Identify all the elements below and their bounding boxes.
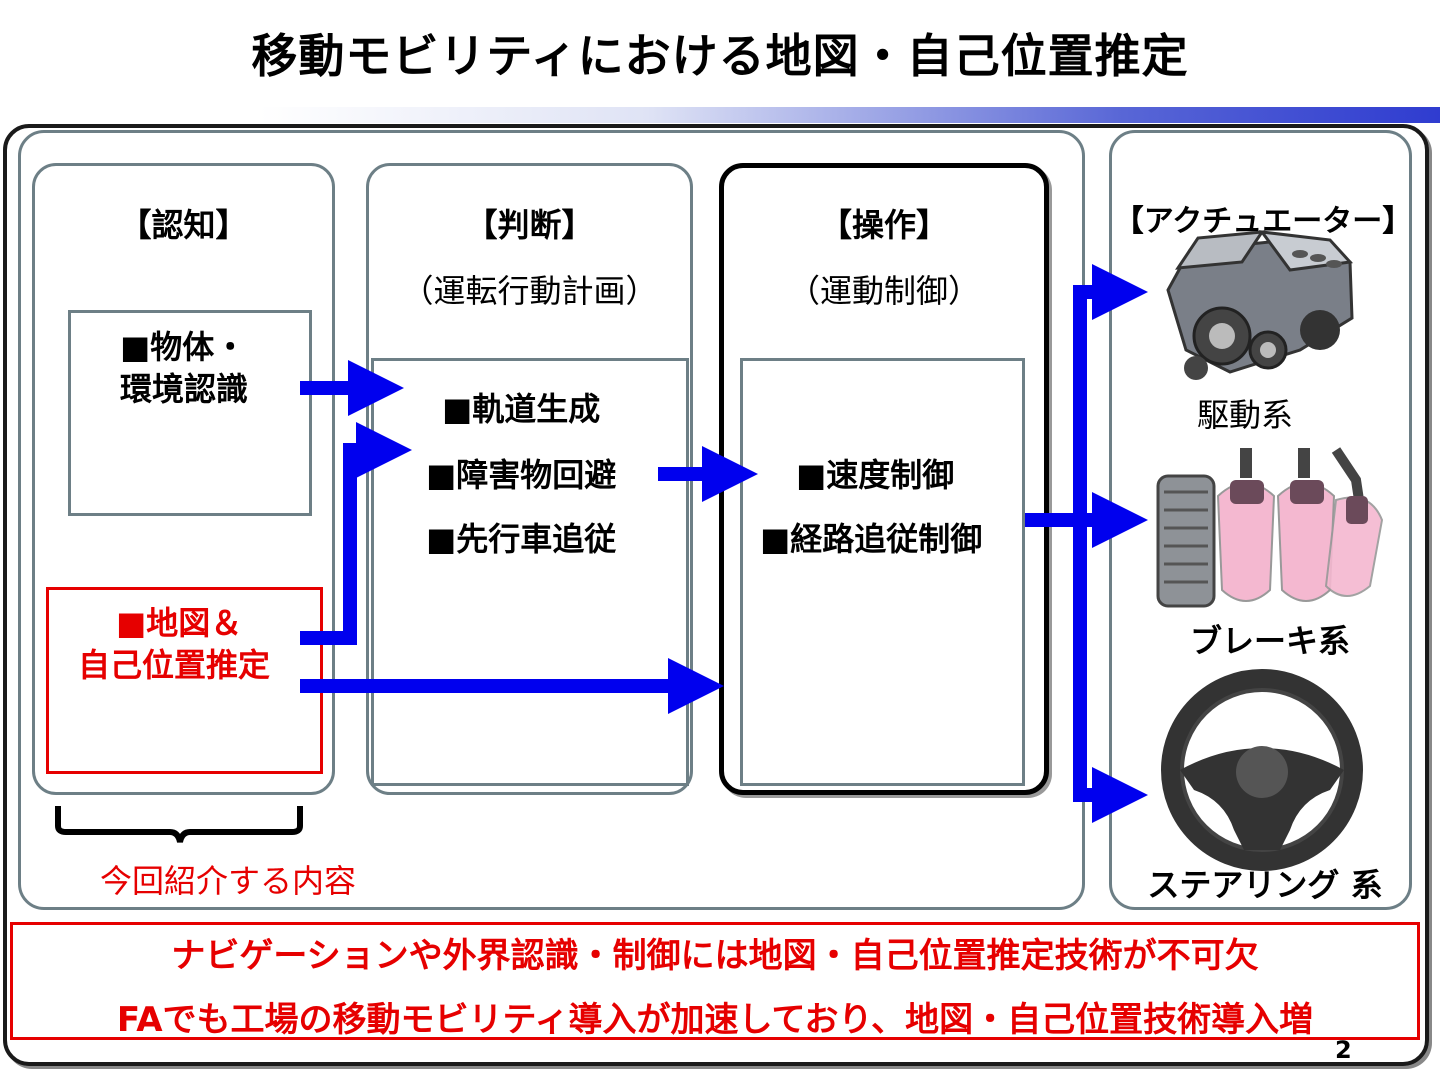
arrow-to-steering bbox=[1073, 520, 1148, 823]
outer-frame bbox=[3, 124, 1429, 1066]
judgment-header: 【判断】 bbox=[465, 206, 594, 244]
control-box bbox=[740, 358, 1025, 786]
planning-box bbox=[371, 358, 689, 786]
page-title: 移動モビリティにおける地図・自己位置推定 bbox=[251, 29, 1189, 83]
control-item: ■経路追従制御 bbox=[760, 520, 983, 558]
page-number: 2 bbox=[1335, 1036, 1352, 1064]
brace-label: 今回紹介する内容 bbox=[100, 862, 357, 900]
pedals-icon bbox=[1156, 447, 1384, 608]
note-line2: FAでも工場の移動モビリティ導入が加速しており、地図・自己位置技術導入増 bbox=[116, 1000, 1314, 1040]
actuator-label-steering: ステアリング 系 bbox=[1147, 866, 1383, 904]
operation-subheader: （運動制御） bbox=[787, 272, 980, 310]
object-recognition-box bbox=[68, 310, 312, 516]
recognition-header: 【認知】 bbox=[119, 206, 248, 244]
plan-item: ■軌道生成 bbox=[442, 390, 601, 428]
control-item: ■速度制御 bbox=[796, 456, 955, 494]
steering-wheel-icon bbox=[1161, 669, 1363, 871]
title-underline-bar bbox=[0, 107, 1440, 123]
object-recognition-line2: 環境認識 bbox=[120, 370, 249, 408]
actuator-label-brake: ブレーキ系 bbox=[1189, 622, 1350, 660]
actuator-label-drive: 駆動系 bbox=[1196, 396, 1293, 434]
object-recognition-line1: ■物体・ bbox=[120, 328, 247, 366]
brace-icon bbox=[55, 806, 303, 843]
operation-header: 【操作】 bbox=[819, 206, 948, 244]
map-localization-line2: 自己位置推定 bbox=[78, 646, 271, 684]
note-box bbox=[10, 922, 1420, 1040]
note-line1: ナビゲーションや外界認識・制御には地図・自己位置推定技術が不可欠 bbox=[171, 936, 1259, 976]
judgment-subheader: （運転行動計画） bbox=[401, 272, 658, 310]
engine-icon bbox=[1166, 230, 1354, 380]
plan-item: ■先行車追従 bbox=[426, 520, 617, 558]
plan-item: ■障害物回避 bbox=[426, 456, 617, 494]
arrow-map-to-plan bbox=[300, 422, 412, 645]
arrow-to-drive bbox=[1073, 264, 1148, 520]
map-localization-line1: ■地図＆ bbox=[116, 604, 243, 642]
